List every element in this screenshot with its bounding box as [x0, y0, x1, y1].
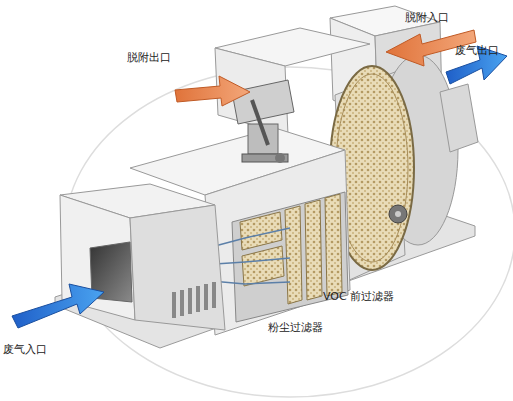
filter-slat	[180, 290, 184, 316]
fan-pulley	[275, 153, 285, 163]
fan-housing	[232, 80, 294, 124]
outlet-duct	[440, 84, 478, 152]
part-label: 脱附入口	[405, 11, 449, 24]
gear-hub	[395, 211, 401, 217]
inlet-hood-side	[130, 205, 225, 330]
filter-slat	[188, 288, 192, 314]
filter-slat	[212, 282, 216, 308]
voc-filter-panel	[285, 206, 302, 304]
filter-slat	[204, 284, 208, 310]
voc-filter-panel	[325, 194, 342, 296]
dust-filter-slats	[172, 282, 216, 318]
desorption-outlet-arrow	[175, 76, 250, 106]
drive-gear	[389, 205, 407, 223]
voc-filter-layer	[242, 246, 284, 286]
fan-arm	[252, 100, 268, 145]
part-label: VOC 前过滤器	[323, 290, 394, 303]
inlet-arrow	[12, 284, 104, 328]
part-label: 脱附出口	[127, 51, 171, 64]
part-label: 废气入口	[3, 343, 47, 356]
filter-slat	[196, 286, 200, 312]
part-label: 粉尘过滤器	[268, 321, 323, 334]
fan-stand	[242, 154, 288, 162]
filter-slat	[172, 292, 176, 318]
voc-filter-panel	[305, 200, 322, 300]
part-label: 废气出口	[455, 44, 499, 57]
